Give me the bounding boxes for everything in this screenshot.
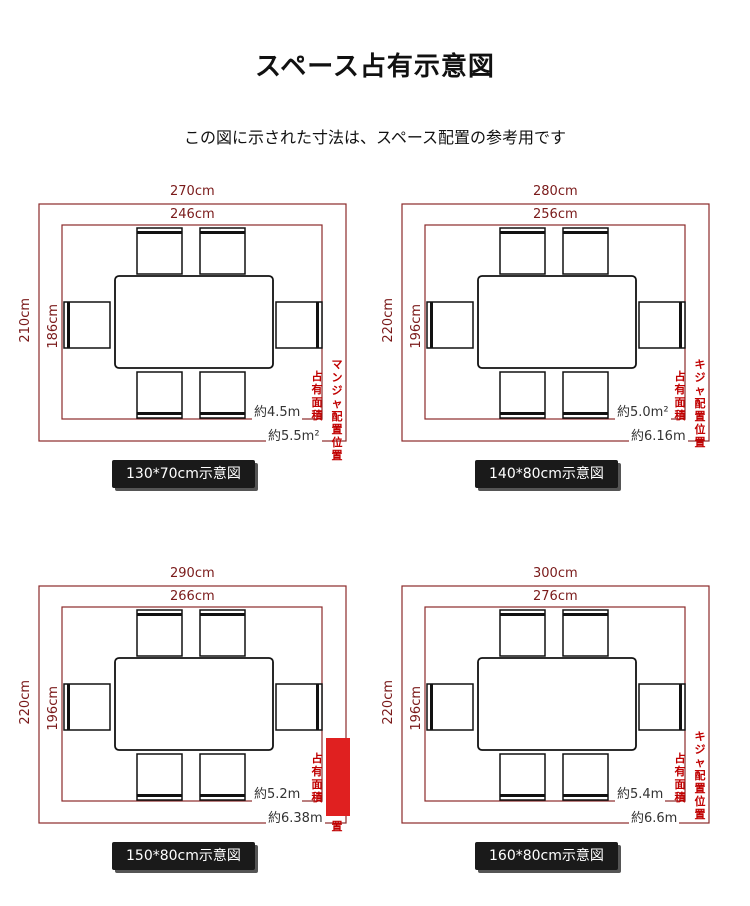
inner-width-label: 246cm [170,207,215,222]
dining-table [114,657,274,751]
chair-bottom-right [562,753,609,801]
area-outer-label: 約5.5m² [266,425,322,444]
chair-bottom-left [136,753,183,801]
chair-left [63,683,111,731]
outer-boundary [401,585,710,824]
outer-height-label: 220cm [381,680,396,725]
area-inner-label: 約5.2m [252,783,303,802]
chair-right [275,683,323,731]
floor-plan [401,585,710,824]
inner-height-label: 186cm [46,304,61,349]
placement-label: 置 [331,820,343,833]
outer-height-label: 220cm [381,298,396,343]
chair-top-left [499,227,546,275]
placement-label: キジャ配置位置 [694,730,706,821]
chair-top-right [562,227,609,275]
chair-left [426,683,474,731]
area-inner-label: 約4.5m [252,401,303,420]
chair-bottom-right [199,753,246,801]
chair-bottom-right [199,371,246,419]
outer-width-label: 280cm [533,184,578,199]
occupancy-label: 占有面積 [311,752,323,804]
area-inner-label: 約5.4m [615,783,666,802]
inner-width-label: 266cm [170,589,215,604]
outer-width-label: 270cm [170,184,215,199]
chair-top-right [199,609,246,657]
chair-top-left [136,609,183,657]
diagram-panel-140x80: 280cm 256cm 220cm 196cm 約5.0m² 約6.16m 占有面積キジャ配… [381,180,723,500]
chair-right [638,301,686,349]
highlight-bar [326,738,350,816]
page-subtitle: この図に示された寸法は、スペース配置の参考用です [183,128,567,147]
area-outer-label: 約6.38m [266,807,325,826]
floor-plan [401,203,710,442]
floor-plan [38,203,347,442]
outer-width-label: 290cm [170,566,215,581]
caption-badge: 140*80cm示意図 [475,460,618,488]
inner-width-label: 276cm [533,589,578,604]
placement-label: マンジャ配置位置 [331,358,343,462]
chair-right [275,301,323,349]
occupancy-label: 占有面積 [311,370,323,422]
chair-top-right [562,609,609,657]
caption-badge: 150*80cm示意図 [112,842,255,870]
floor-plan [38,585,350,824]
occupancy-label: 占有面積 [674,752,686,804]
chair-left [426,301,474,349]
caption-badge: 160*80cm示意図 [475,842,618,870]
outer-height-label: 220cm [18,680,33,725]
outer-boundary [401,203,710,442]
dining-table [114,275,274,369]
area-inner-label: 約5.0m² [615,401,671,420]
outer-height-label: 210cm [18,298,33,343]
chair-bottom-right [562,371,609,419]
page-title: スペース占有示意図 [255,52,495,82]
occupancy-label: 占有面積 [674,370,686,422]
outer-boundary [38,203,347,442]
chair-top-left [499,609,546,657]
chair-bottom-left [499,371,546,419]
diagram-panel-160x80: 300cm 276cm 220cm 196cm 約5.4m 約6.6m 占有面積キジャ配置位… [381,562,723,882]
outer-boundary [38,585,347,824]
area-outer-label: 約6.6m [629,807,680,826]
dining-table [477,275,637,369]
chair-right [638,683,686,731]
chair-top-left [136,227,183,275]
diagram-panel-150x80: 290cm 266cm 220cm 196cm 約5.2m 約6.38m 占有面積置 150*… [18,562,360,882]
inner-height-label: 196cm [46,686,61,731]
chair-left [63,301,111,349]
outer-width-label: 300cm [533,566,578,581]
chair-top-right [199,227,246,275]
chair-bottom-left [136,371,183,419]
chair-bottom-left [499,753,546,801]
caption-badge: 130*70cm示意図 [112,460,255,488]
diagram-panel-130x70: 270cm 246cm 210cm 186cm 約4.5m 約5.5m² 占有面積マンジャ配… [18,180,360,500]
area-outer-label: 約6.16m [629,425,688,444]
inner-height-label: 196cm [409,304,424,349]
dining-table [477,657,637,751]
inner-width-label: 256cm [533,207,578,222]
inner-height-label: 196cm [409,686,424,731]
placement-label: キジャ配置位置 [694,358,706,449]
